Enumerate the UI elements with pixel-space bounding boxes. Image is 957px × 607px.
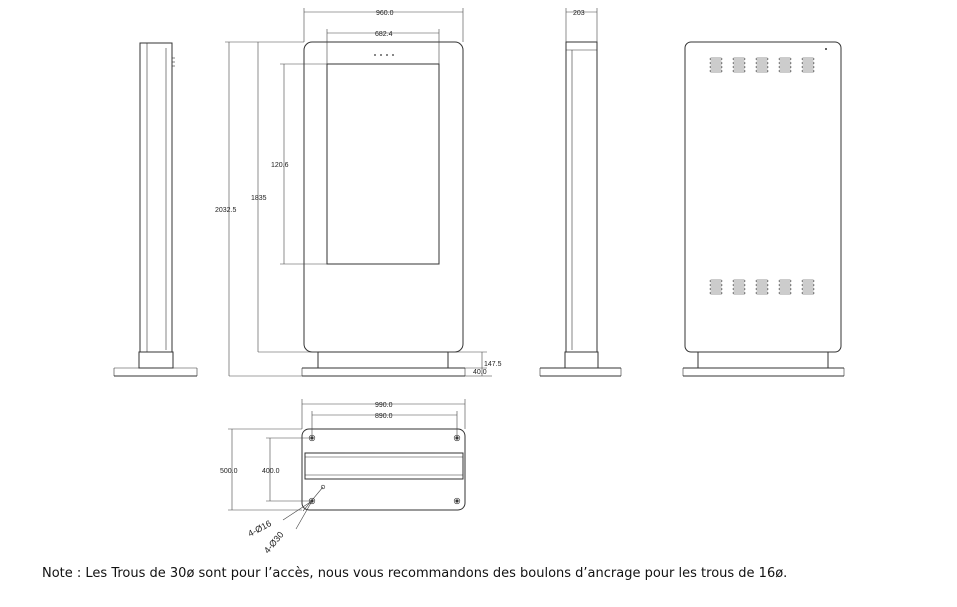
footnote: Note : Les Trous de 30ø sont pour l’accè… [42, 566, 788, 581]
right-side-view: 203 [539, 8, 622, 377]
base-plan-view: 990.0 890.0 500.0 400.0 4-Ø16 4-Ø30 [220, 399, 466, 556]
dim-base-hole-spacing: 890.0 [375, 413, 393, 420]
dim-base-height: 147.5 [484, 361, 502, 368]
dim-total-height: 2032.5 [215, 207, 237, 214]
dim-base-outer-width: 990.0 [375, 402, 393, 409]
dim-screen-height: 120.6 [271, 162, 289, 169]
dim-body-height: 1835 [251, 195, 267, 202]
dim-front-width: 960.0 [376, 10, 394, 17]
dim-screen-width: 682.4 [375, 31, 393, 38]
vent-grille-top [709, 57, 815, 73]
dim-side-depth: 203 [573, 10, 585, 17]
vent-grille-bottom [709, 279, 815, 295]
front-view: 960.0 682.4 2032.5 1835 120.6 147.5 40.0 [215, 8, 502, 377]
dim-base-depth: 500.0 [220, 468, 238, 475]
rear-view [682, 41, 845, 377]
hole-callout-small: 4-Ø16 [246, 518, 273, 539]
dim-base-hole-depth: 400.0 [262, 468, 280, 475]
hole-callout-large: 4-Ø30 [262, 530, 286, 556]
left-side-view [113, 42, 198, 377]
dim-base-plate: 40.0 [473, 369, 487, 376]
